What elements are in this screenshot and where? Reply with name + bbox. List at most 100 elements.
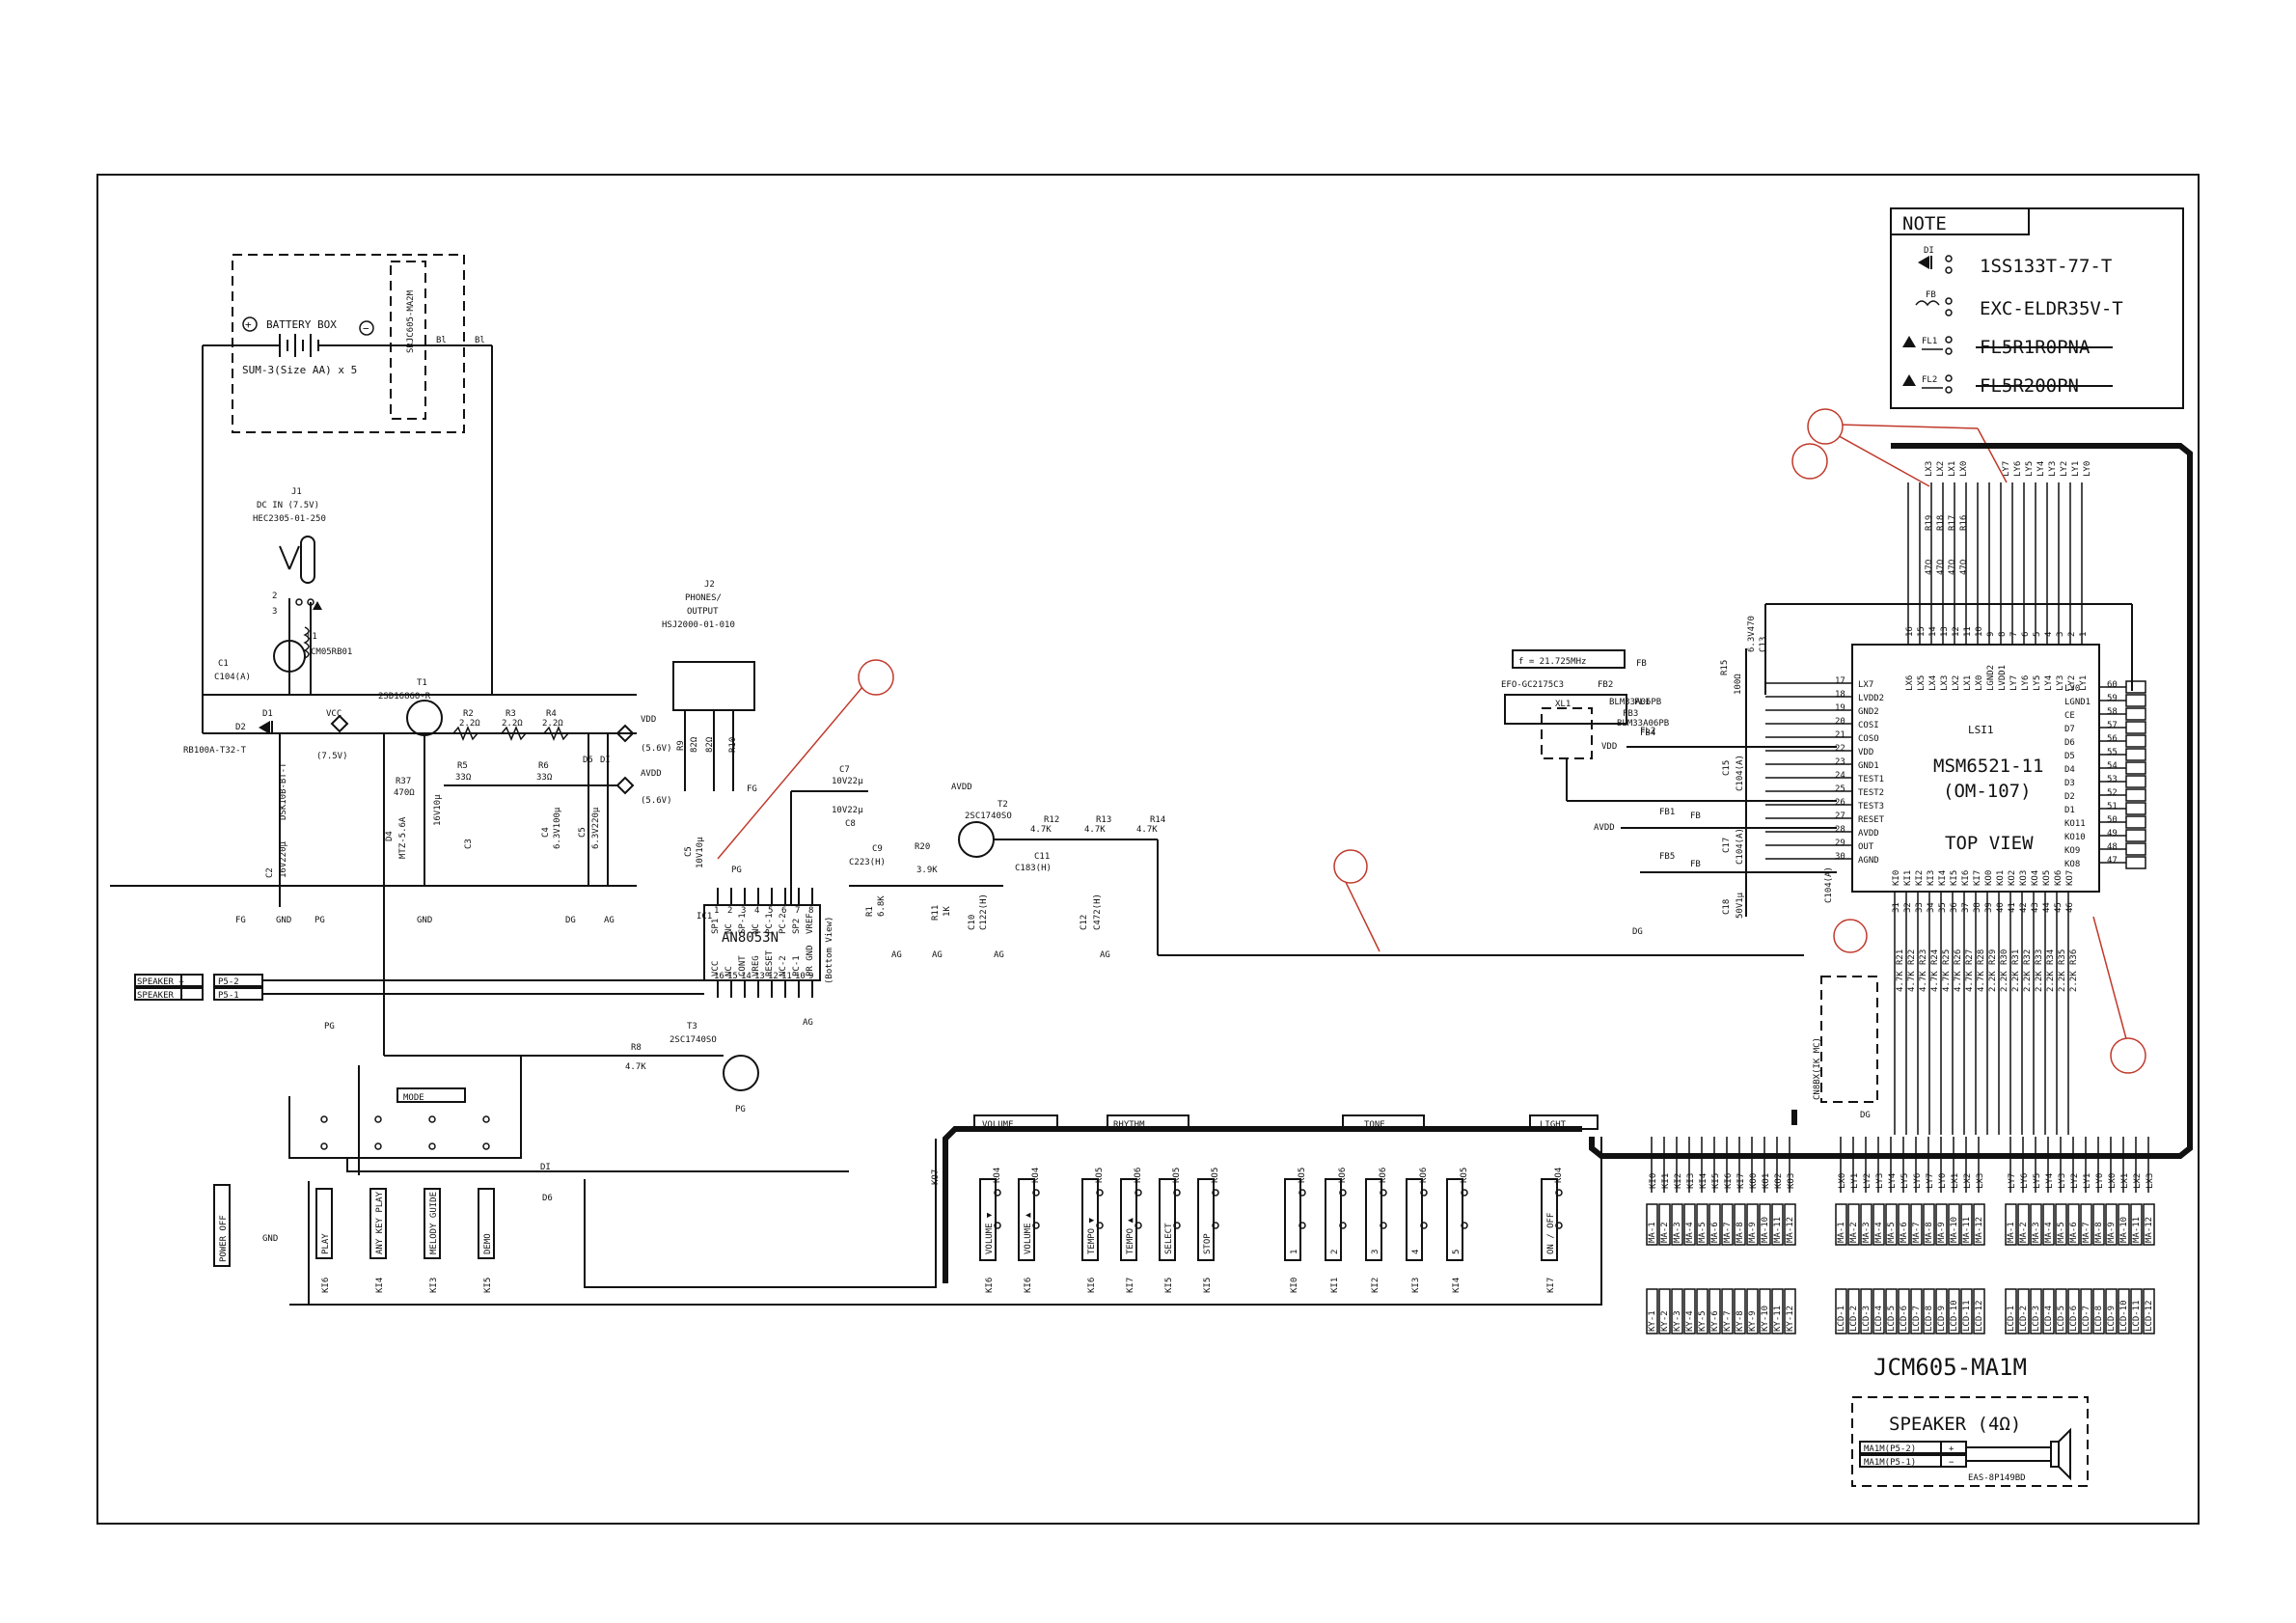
resistor-ref: R24 [1930,949,1940,965]
r14-val: 4.7K [1136,825,1158,835]
conn-bot-label: LCD-12 [2145,1300,2154,1332]
mcu-pin-top: LGND2 [1986,665,1996,691]
conn-bot-label: LCD-8 [1925,1306,1934,1332]
mcu-pin-num: 3 [2056,632,2065,637]
vcc-value: (7.5V) [316,752,348,761]
conn-bot-label: KY-10 [1761,1306,1770,1332]
c10-ref: C10 [968,915,977,930]
mcu-pin-num: 30 [1835,852,1845,862]
connector-blocks: KI0MA-1KY-1KI1MA-2KY-2KI2MA-3KY-3KI3MA-4… [1646,1137,2155,1334]
amp-pin-num: 10 [795,972,806,981]
osc-fl-2: BLM33A06PB [1617,719,1669,729]
conn-pin-box [1759,1288,1771,1334]
conn-pin-box [1973,1203,1985,1246]
key-label: ON / OFF [1546,1213,1556,1254]
mcu-pin-right: KO9 [2064,846,2080,856]
osc-fl-1: BLM33A06PB [1609,698,1661,707]
speaker-minus-label: SPEAKER - [137,991,184,1001]
resistor-ref: R21 [1896,949,1905,965]
conn-pin-box [2042,1288,2055,1334]
osc-fl2: FL2 [1640,727,1655,736]
d5-ref: D5 [583,756,593,765]
c12-ref: C12 [1080,915,1089,930]
mcu-pin-top: LY7 [2009,675,2019,691]
mcu-view: TOP VIEW [1945,833,2034,854]
c15-ref: C15 [1722,760,1732,776]
key-switch [478,1188,495,1259]
mcu-part: MSM6521-11 [1933,756,2043,777]
r6-ref: R6 [538,761,549,771]
d4-ref: D4 [385,831,395,841]
mcu-pin-num: 39 [1984,902,1994,913]
drawing-frame [96,174,2200,1525]
r15-val: 100Ω [1734,674,1743,695]
resistor-ref: R32 [2023,949,2033,965]
conn-top-label: LY1 [1850,1173,1860,1189]
mcu-top-pins: LX616LX515LX414LX313LX212LX111LX010LGND2… [1905,482,2089,691]
conn-mid-label: MA-7 [2082,1222,2091,1243]
battery-bl-1: Bl [436,336,447,345]
c5-val: 6.3V220μ [591,807,601,849]
amp-pin-bottom: CONT [738,955,748,977]
mcu-pin-num: 33 [1915,902,1925,913]
resistor-val: 4.7K [1954,971,1963,992]
conn-pin-box [1847,1203,1860,1246]
conn-top-label: LX0 [1838,1173,1847,1189]
j2-line1: PHONES/ [685,593,722,603]
resistor-val: 2.2K [2058,971,2067,992]
conn-pin-box [1948,1203,1960,1246]
conn-bot-label: KY-1 [1648,1310,1657,1332]
c11-val: C183(H) [1015,864,1052,873]
key-ko-line: KO6 [1338,1168,1348,1183]
conn-top-label: KO2 [1774,1173,1784,1189]
conn-bot-label: LCD-2 [2019,1306,2029,1332]
conn-bot-label: KY-4 [1685,1310,1695,1332]
key-ki-line: KI0 [1290,1278,1299,1293]
conn-top-label: LX3 [2146,1173,2155,1189]
resistor-val: 4.7K [1965,971,1975,992]
conn-mid-label: MA-12 [1786,1217,1795,1243]
amp-pin-top: SP-1 [738,913,748,934]
key-ki-line: KI5 [483,1278,493,1293]
note-title: NOTE [1902,213,1947,234]
r15-ref: R15 [1720,660,1730,675]
vdd-label: VDD [641,715,656,725]
key-ki-line: KI3 [429,1278,439,1293]
key-label: 3 [1371,1250,1380,1254]
key-ki-line: KI2 [1371,1278,1380,1293]
rhythm-group-label: RHYTHM [1113,1120,1145,1130]
conn-pin-box [1910,1288,1923,1334]
t3-part: 2SC1740SO [670,1035,717,1045]
conn-mid-label: MA-4 [2044,1222,2054,1243]
conn-pin-box [1960,1203,1973,1246]
mcu-pin-num: 20 [1835,717,1845,727]
key-matrix: MODE VOLUME RHYTHM TONE LIGHT POWER OFF … [213,1056,1602,1306]
ground-ag: AG [604,916,615,925]
conn-pin-box [2080,1203,2092,1246]
key-switch [315,1188,333,1259]
conn-bot-label: LCD-1 [1837,1306,1846,1332]
mcu-right-contact [2125,815,2146,829]
conn-pin-box [1847,1288,1860,1334]
mcu-pin-num: 37 [1961,902,1971,913]
r1-ref: R1 [865,906,875,917]
conn-top-label: KO3 [1787,1173,1796,1189]
key-label: 2 [1330,1250,1340,1254]
resistor-val: 2.2K [2023,971,2033,992]
amp-pin-num: 2 [727,906,732,916]
r4-val: 2.2Ω [542,719,563,729]
conn-pin-box [2118,1288,2130,1334]
mcu-pin-num: 49 [2107,829,2118,839]
phones-jack: J2 PHONES/ OUTPUT HSJ2000-01-010 R9 82Ω … [662,580,757,794]
callout-markers [717,408,2146,1074]
mcu-pin-num: 7 [2009,632,2019,637]
mcu-pin-num: 25 [1835,784,1845,794]
key-ko-line: KO6 [1379,1168,1388,1183]
conn-pin-box [1898,1288,1910,1334]
conn-bot-label: LCD-3 [2032,1306,2041,1332]
mcu-right-contact [2125,680,2146,694]
mcu-right-contact [2125,775,2146,788]
